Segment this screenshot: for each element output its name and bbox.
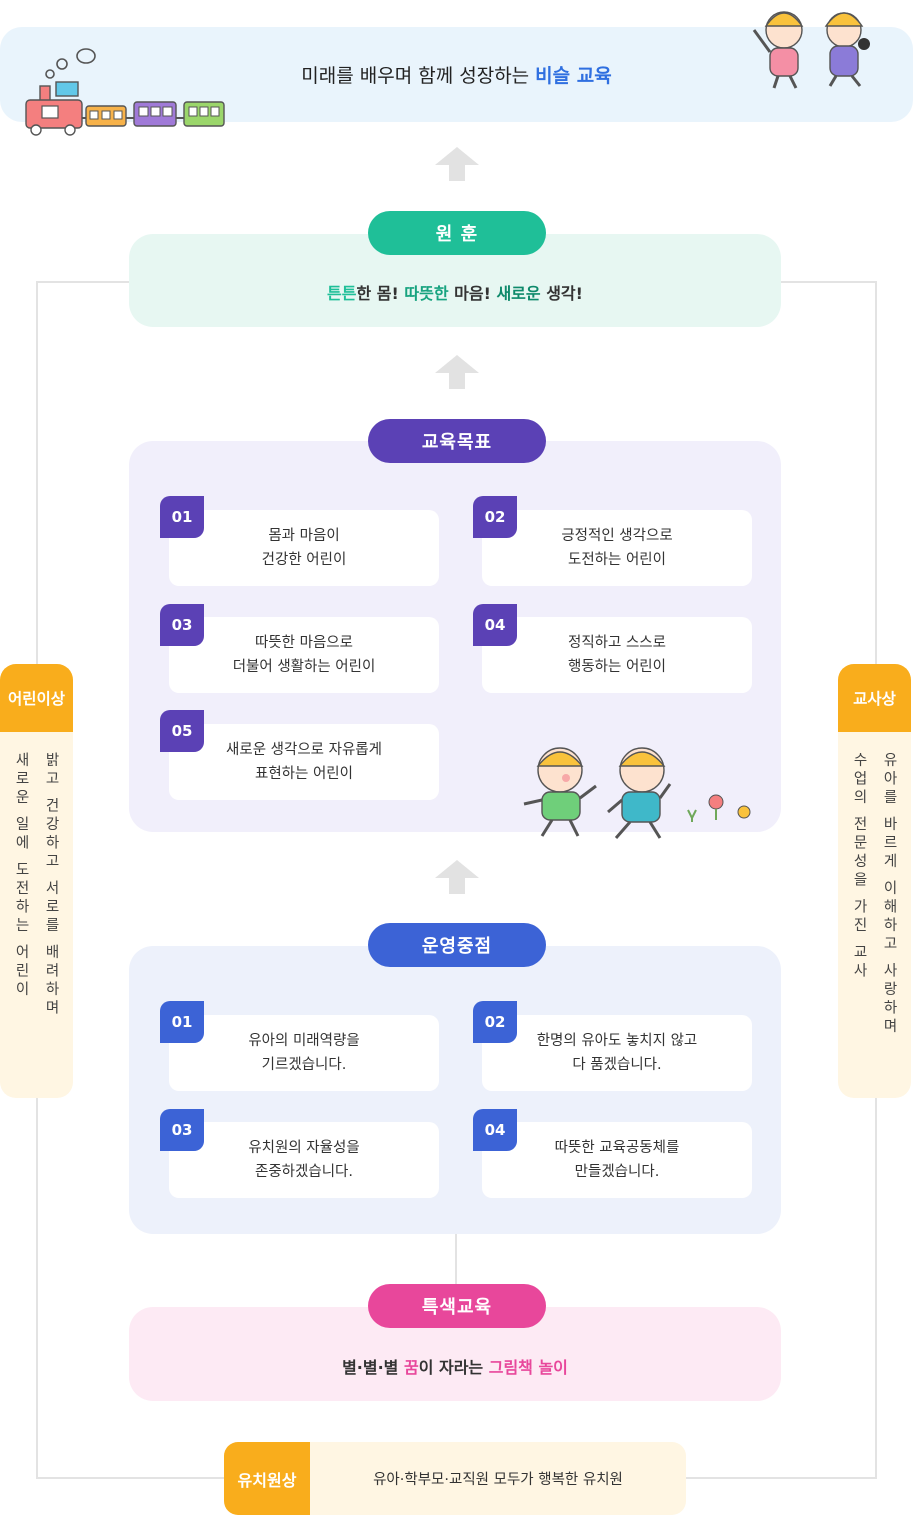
kindergarten-ideal-title: 유치원상: [224, 1442, 310, 1515]
special-title: 특색교육: [368, 1284, 546, 1328]
child-ideal-title: 어린이상: [0, 664, 73, 732]
operation-card: 유아의 미래역량을 기르겠습니다.: [169, 1015, 439, 1091]
motto-text: 튼튼 한 몸! 따뜻한 마음! 새로운 생각!: [327, 284, 583, 303]
goal-card: 몸과 마음이 건강한 어린이: [169, 510, 439, 586]
train-illustration: [25, 48, 225, 136]
teacher-ideal-box: [838, 664, 911, 1098]
teacher-ideal-line1: 유아를 바르게 이해하고 사랑하며: [881, 752, 897, 1037]
arrow-up-icon: [435, 355, 479, 389]
operation-card: 따뜻한 교육공동체를 만들겠습니다.: [482, 1122, 752, 1198]
goal-card: 따뜻한 마음으로 더불어 생활하는 어린이: [169, 617, 439, 693]
operation-number-badge: 01: [160, 1001, 204, 1043]
child-ideal-line2: 새로운 일에 도전하는 어린이: [13, 752, 29, 1000]
kindergarten-ideal-text: 유아·학부모·교직원 모두가 행복한 유치원: [373, 1472, 623, 1488]
vision-text: 미래를 배우며 함께 성장하는 비슬 교육: [0, 27, 913, 122]
kids-running-illustration: [523, 747, 751, 839]
operation-number-badge: 02: [473, 1001, 517, 1043]
operation-card: 유치원의 자율성을 존중하겠습니다.: [169, 1122, 439, 1198]
goal-card: 새로운 생각으로 자유롭게 표현하는 어린이: [169, 724, 439, 800]
goals-title: 교육목표: [368, 419, 546, 463]
vision-main: 미래를 배우며 함께 성장하는: [301, 65, 530, 87]
goal-number-badge: 05: [160, 710, 204, 752]
teacher-ideal-title: 교사상: [838, 664, 911, 732]
operations-title: 운영중점: [368, 923, 546, 967]
arrow-up-icon: [435, 860, 479, 894]
operation-number-badge: 04: [473, 1109, 517, 1151]
child-ideal-box: [0, 664, 73, 1098]
connector-line: [455, 1234, 457, 1308]
child-ideal-line1: 밝고 건강하고 서로를 배려하며: [43, 752, 59, 1019]
goal-number-badge: 04: [473, 604, 517, 646]
operation-number-badge: 03: [160, 1109, 204, 1151]
operation-card: 한명의 유아도 놓치지 않고 다 품겠습니다.: [482, 1015, 752, 1091]
motto-title: 원 훈: [368, 211, 546, 255]
vision-highlight: 비슬 교육: [535, 65, 612, 87]
goal-card: 정직하고 스스로 행동하는 어린이: [482, 617, 752, 693]
special-text: 별·별·별 꿈 이 자라는 그림책 놀이: [342, 1358, 568, 1377]
goal-number-badge: 03: [160, 604, 204, 646]
goal-number-badge: 02: [473, 496, 517, 538]
kids-illustration: [752, 11, 870, 89]
goal-card: 긍정적인 생각으로 도전하는 어린이: [482, 510, 752, 586]
goal-number-badge: 01: [160, 496, 204, 538]
teacher-ideal-line2: 수업의 전문성을 가진 교사: [851, 752, 867, 982]
arrow-up-icon: [435, 147, 479, 181]
